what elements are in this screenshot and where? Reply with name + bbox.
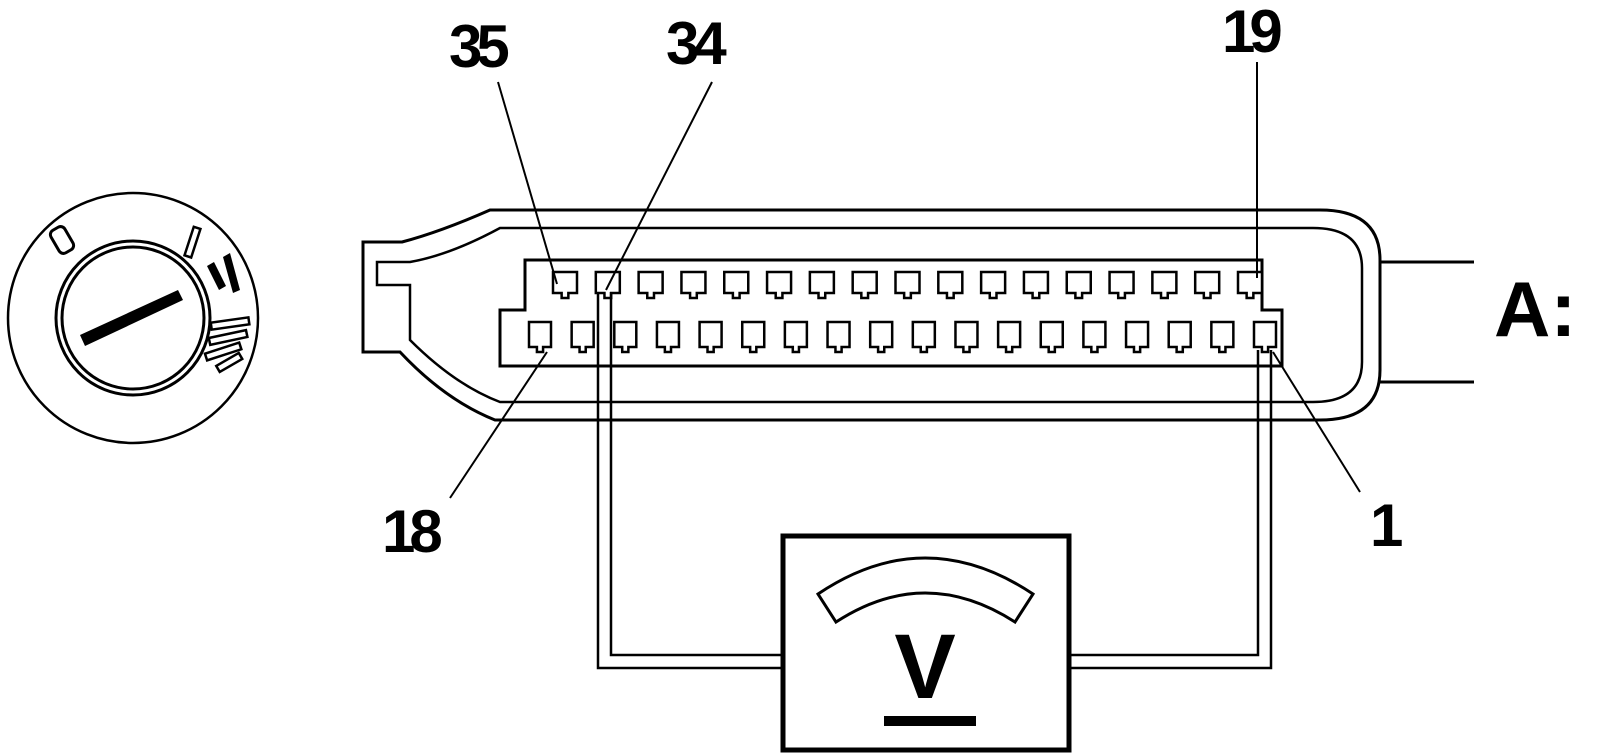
top-pin-cavity-6	[765, 270, 793, 300]
top-pin-cavity-1	[551, 270, 579, 300]
ignition-position-1-mark	[182, 225, 203, 260]
top-pin-row	[551, 270, 1264, 300]
pin-leader-lines	[449, 62, 1361, 499]
voltmeter: V	[780, 533, 1072, 753]
ignition-switch-icon	[6, 191, 260, 445]
pin-label-34: 34	[666, 10, 727, 77]
test-lead-right	[1069, 350, 1273, 670]
test-lead-left	[596, 292, 783, 670]
top-pin-cavity-3	[637, 270, 664, 300]
bottom-pin-cavity-4	[655, 320, 681, 354]
connector-label: A:	[1494, 265, 1576, 353]
bottom-pin-cavity-15	[1124, 320, 1150, 354]
top-pin-cavity-17	[1236, 270, 1264, 300]
bottom-pin-cavity-3	[613, 320, 638, 354]
bottom-pin-cavity-9	[868, 320, 894, 354]
connector-housing	[361, 208, 1474, 422]
ignition-position-2-mark	[207, 262, 226, 290]
bottom-pin-cavity-2	[570, 320, 595, 354]
pin-label-18: 18	[382, 498, 441, 565]
bottom-pin-cavity-8	[826, 320, 851, 354]
bottom-pin-cavity-18	[1252, 320, 1278, 354]
bottom-pin-cavity-10	[911, 320, 937, 354]
bottom-pin-cavity-6	[740, 320, 766, 354]
pin-label-1: 1	[1370, 492, 1402, 559]
leader-1	[1272, 351, 1361, 493]
ignition-switch-inner-ring-2	[60, 245, 206, 391]
voltmeter-dc-underline	[884, 716, 976, 726]
bottom-pin-row	[527, 320, 1278, 354]
bottom-pin-cavity-16	[1167, 320, 1192, 354]
leader-18	[449, 351, 548, 499]
ignition-key	[80, 290, 183, 346]
ignition-position-3-mark	[203, 315, 251, 374]
bottom-pin-cavity-7	[783, 320, 809, 354]
top-pin-cavity-16	[1193, 270, 1221, 300]
top-pin-cavity-15	[1151, 270, 1178, 300]
bottom-pin-cavity-13	[1039, 320, 1065, 354]
top-pin-cavity-13	[1065, 270, 1092, 300]
voltmeter-symbol: V	[894, 616, 955, 718]
pin-label-35: 35	[449, 13, 508, 80]
leader-34	[605, 81, 713, 291]
top-pin-cavity-14	[1108, 270, 1135, 300]
voltmeter-scale-arc	[815, 556, 1036, 625]
top-pin-cavity-12	[1022, 270, 1050, 300]
bottom-pin-cavity-5	[698, 320, 723, 354]
top-pin-cavity-5	[723, 270, 750, 300]
ignition-position-0-mark	[48, 225, 76, 255]
top-pin-cavity-7	[808, 270, 836, 300]
top-pin-cavity-9	[894, 270, 921, 300]
bottom-pin-cavity-14	[1082, 320, 1107, 354]
top-pin-cavity-4	[680, 270, 707, 300]
bottom-pin-cavity-1	[527, 320, 553, 354]
top-pin-cavity-11	[979, 270, 1007, 300]
connector-inner-shell	[375, 226, 1364, 404]
top-pin-cavity-8	[851, 270, 878, 300]
top-pin-cavity-10	[937, 270, 964, 300]
leader-35	[497, 81, 558, 285]
bottom-pin-cavity-11	[954, 320, 979, 354]
bottom-pin-cavity-17	[1210, 320, 1235, 354]
ignition-position-2-mark-b	[223, 253, 240, 293]
bottom-pin-cavity-12	[996, 320, 1022, 354]
pin-label-19: 19	[1222, 0, 1281, 65]
